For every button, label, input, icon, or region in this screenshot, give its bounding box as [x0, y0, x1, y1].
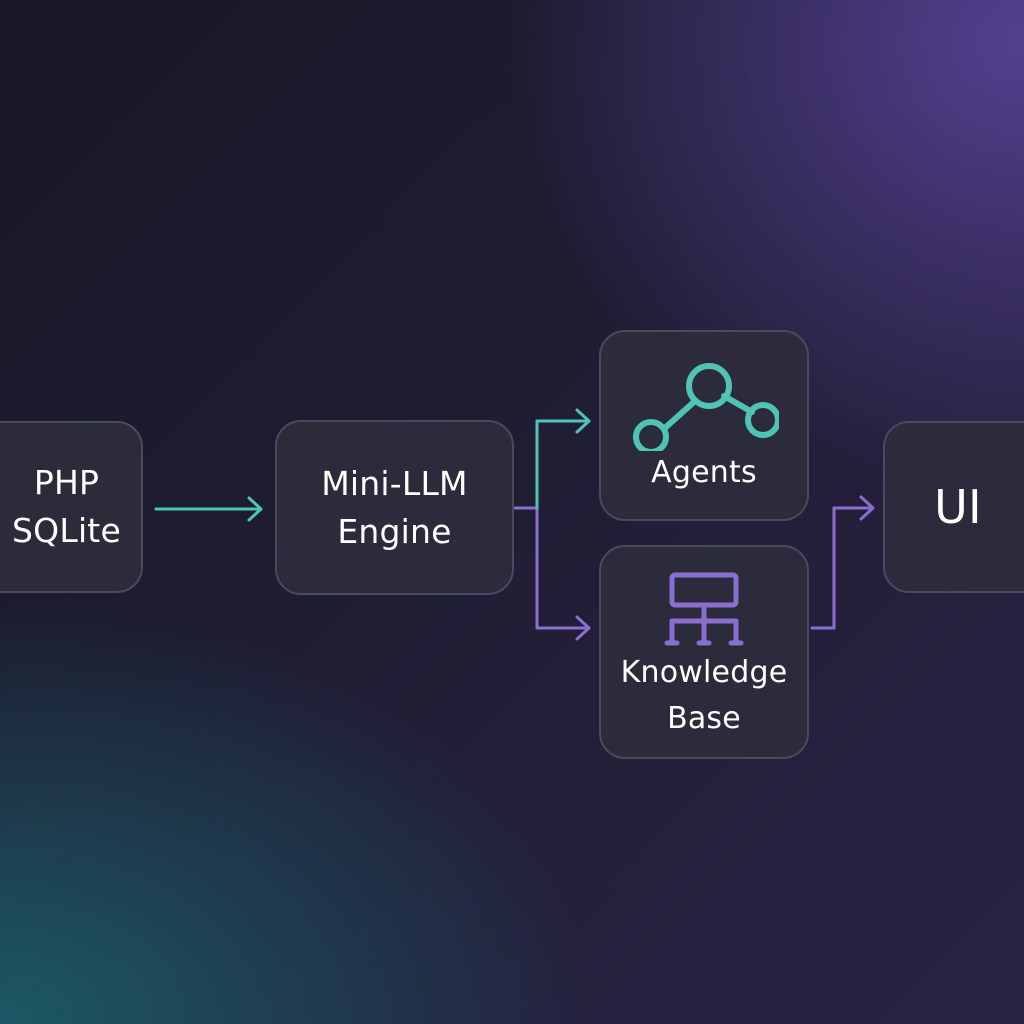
arrow-php-to-engine [154, 496, 263, 522]
node-php-line1: PHP [33, 463, 100, 502]
graph-nodes-icon [633, 363, 779, 451]
hierarchy-icon [664, 572, 744, 646]
arrow-engine-to-agents [535, 408, 591, 510]
node-agents-label: Agents [651, 455, 757, 490]
node-engine-line2: Engine [337, 511, 452, 551]
node-ui-label: UI [934, 480, 982, 534]
arrow-engine-split [513, 506, 591, 641]
node-knowledge-base: Knowledge Base [599, 545, 809, 759]
arrow-kb-to-ui [810, 495, 875, 630]
node-ui: UI [883, 421, 1024, 593]
node-php-line2: SQLite [12, 511, 121, 550]
node-php-sqlite: PHP SQLite [0, 421, 143, 593]
node-engine-line1: Mini-LLM [321, 463, 468, 503]
node-kb-line1: Knowledge [620, 655, 788, 690]
node-kb-line2: Base [667, 701, 741, 736]
node-mini-llm-engine: Mini-LLM Engine [275, 420, 514, 595]
node-agents: Agents [599, 330, 809, 521]
